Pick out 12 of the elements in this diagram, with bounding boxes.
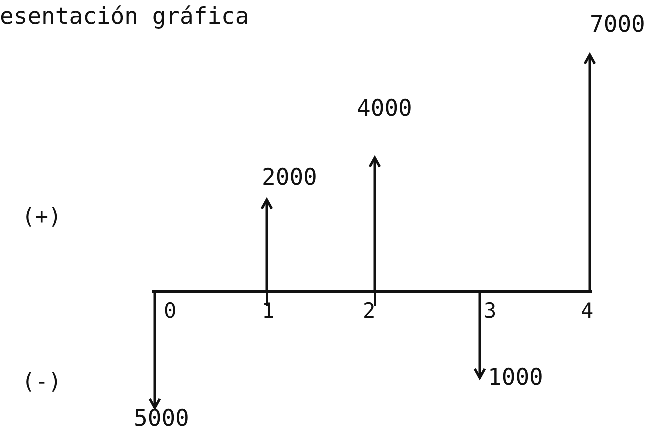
cash-amount: 7000 <box>590 14 646 37</box>
cash-amount: 4000 <box>357 98 412 121</box>
cash-amount: 2000 <box>262 167 318 190</box>
cash-amount: 5000 <box>134 408 190 431</box>
period-number: 0 <box>164 301 177 322</box>
cash-amount: 1000 <box>488 367 544 390</box>
period-number: 3 <box>484 301 497 322</box>
sign-label: (-) <box>22 372 62 394</box>
sign-label: (+) <box>22 207 62 229</box>
title: esentación gráfica <box>0 4 250 30</box>
period-number: 2 <box>363 301 376 322</box>
period-number: 4 <box>581 301 594 322</box>
